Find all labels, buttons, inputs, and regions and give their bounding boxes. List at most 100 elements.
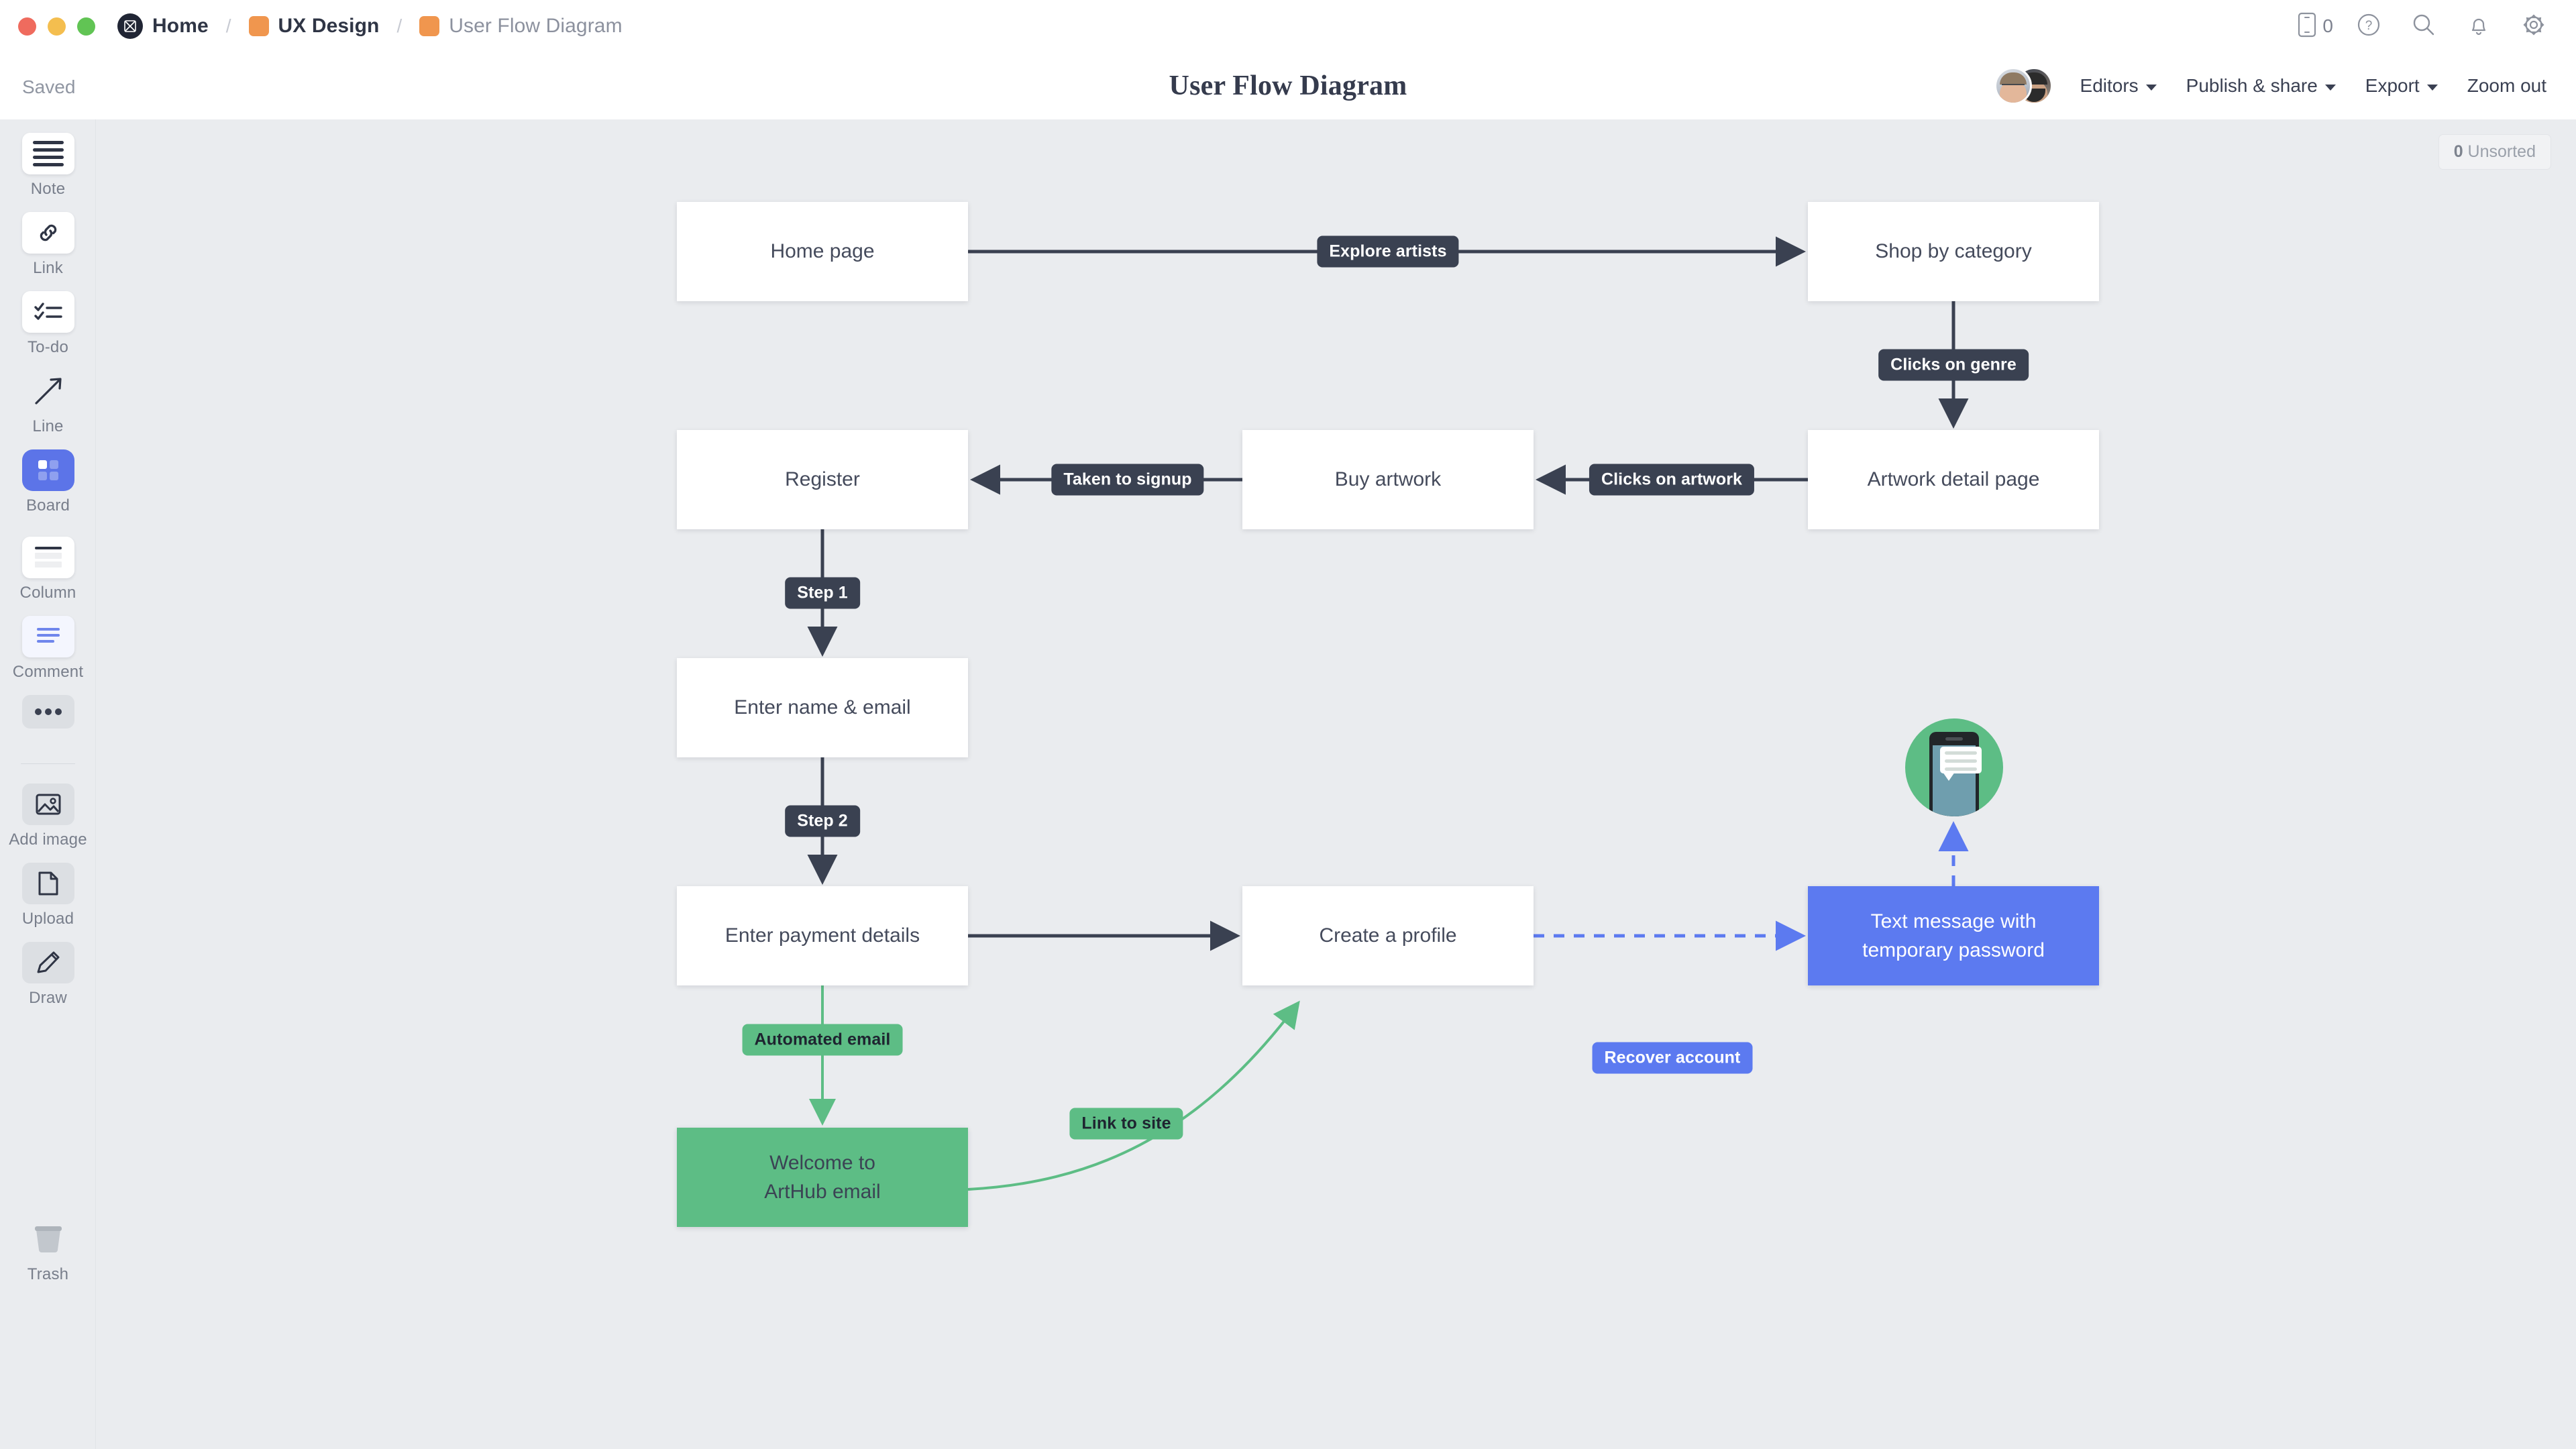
window-titlebar: Home / UX Design / User Flow Diagram 0 xyxy=(0,0,2576,52)
sidebar-item-comment[interactable]: Comment xyxy=(0,616,96,682)
diagram-canvas[interactable]: 0 Unsorted xyxy=(96,119,2576,1449)
upload-icon xyxy=(21,863,74,904)
app-logo-icon xyxy=(117,13,143,39)
unsorted-badge[interactable]: 0 Unsorted xyxy=(2438,134,2551,170)
breadcrumb-item-project[interactable]: UX Design xyxy=(248,15,380,38)
more-icon xyxy=(21,695,74,729)
sidebar-item-label: Trash xyxy=(27,1265,69,1283)
sidebar-item-label: Board xyxy=(25,496,70,515)
sidebar-item-draw[interactable]: Draw xyxy=(0,942,96,1008)
link-icon xyxy=(21,212,74,254)
edge-label-automated-email[interactable]: Automated email xyxy=(742,1024,903,1056)
sidebar-item-label: Link xyxy=(33,259,63,277)
breadcrumb-home-label: Home xyxy=(152,15,209,37)
flow-node-enter-name-email[interactable]: Enter name & email xyxy=(677,658,968,757)
unsorted-count: 0 xyxy=(2453,142,2463,161)
breadcrumb-item-home[interactable]: Home xyxy=(117,13,209,39)
search-button[interactable] xyxy=(2396,0,2451,52)
edge-label-clicks-on-genre[interactable]: Clicks on genre xyxy=(1878,349,2029,381)
edge-label-link-to-site[interactable]: Link to site xyxy=(1069,1108,1183,1140)
flow-node-home-page[interactable]: Home page xyxy=(677,202,968,301)
comment-icon xyxy=(21,616,74,657)
todo-icon xyxy=(21,291,74,333)
sidebar-item-more[interactable] xyxy=(0,695,96,729)
document-folder-icon xyxy=(419,16,440,36)
mobile-preview-button[interactable]: 0 xyxy=(2297,12,2333,41)
flow-node-text-message-temporary-password[interactable]: Text message with temporary password xyxy=(1808,886,2099,985)
flow-node-shop-by-category[interactable]: Shop by category xyxy=(1808,202,2099,301)
help-button[interactable]: ? xyxy=(2341,0,2396,52)
zoom-out-button[interactable]: Zoom out xyxy=(2453,52,2561,119)
sidebar-item-column[interactable]: Column xyxy=(0,537,96,602)
sidebar-item-todo[interactable]: To-do xyxy=(0,291,96,357)
tool-rail: Note Link To-do xyxy=(0,119,96,1449)
zoom-out-label: Zoom out xyxy=(2467,75,2546,96)
breadcrumb-item-document[interactable]: User Flow Diagram xyxy=(419,15,623,38)
sidebar-item-trash[interactable]: Trash xyxy=(0,1218,96,1284)
close-window-button[interactable] xyxy=(18,17,36,36)
sidebar-item-line[interactable]: Line xyxy=(0,370,96,436)
editors-menu[interactable]: Editors xyxy=(2065,52,2171,119)
rail-divider xyxy=(21,763,75,764)
minimize-window-button[interactable] xyxy=(48,17,66,36)
search-icon xyxy=(2411,12,2436,41)
sidebar-item-label: Column xyxy=(19,584,76,602)
sidebar-item-add-image[interactable]: Add image xyxy=(0,784,96,849)
unsorted-label: Unsorted xyxy=(2467,142,2536,161)
publish-share-menu[interactable]: Publish & share xyxy=(2171,52,2351,119)
window-controls[interactable] xyxy=(18,17,95,36)
sidebar-item-label: Line xyxy=(32,417,64,435)
flow-node-register[interactable]: Register xyxy=(677,430,968,529)
sidebar-item-label: Draw xyxy=(29,989,67,1007)
chevron-down-icon xyxy=(2426,84,2438,91)
breadcrumb: Home / UX Design / User Flow Diagram xyxy=(117,13,623,39)
sms-phone-illustration xyxy=(1905,718,2003,816)
breadcrumb-project-label: UX Design xyxy=(278,15,380,37)
sidebar-item-label: Note xyxy=(30,180,66,198)
edge-label-recover-account[interactable]: Recover account xyxy=(1592,1042,1753,1074)
sidebar-item-link[interactable]: Link xyxy=(0,212,96,278)
edge-label-taken-to-signup[interactable]: Taken to signup xyxy=(1051,464,1204,496)
gear-icon xyxy=(2521,12,2546,41)
flow-node-buy-artwork[interactable]: Buy artwork xyxy=(1242,430,1534,529)
document-toolbar: Saved User Flow Diagram Editors Publish … xyxy=(0,52,2576,119)
sidebar-item-label: Upload xyxy=(21,910,74,928)
mobile-preview-icon xyxy=(2297,12,2317,41)
export-label: Export xyxy=(2365,75,2420,96)
maximize-window-button[interactable] xyxy=(77,17,95,36)
editor-avatars[interactable] xyxy=(1994,67,2055,105)
breadcrumb-separator-2: / xyxy=(396,15,402,36)
editors-label: Editors xyxy=(2080,75,2139,96)
flow-node-artwork-detail-page[interactable]: Artwork detail page xyxy=(1808,430,2099,529)
export-menu[interactable]: Export xyxy=(2351,52,2453,119)
page-title: User Flow Diagram xyxy=(1169,70,1407,101)
flow-node-create-a-profile[interactable]: Create a profile xyxy=(1242,886,1534,985)
edge-label-explore-artists[interactable]: Explore artists xyxy=(1317,235,1459,268)
edge-label-step-1[interactable]: Step 1 xyxy=(785,577,860,609)
svg-text:?: ? xyxy=(2365,19,2373,33)
sidebar-item-label: Comment xyxy=(12,663,84,681)
edge-label-clicks-on-artwork[interactable]: Clicks on artwork xyxy=(1589,464,1755,496)
document-actions: Editors Publish & share Export Zoom out xyxy=(1994,52,2561,119)
sidebar-item-board[interactable]: Board xyxy=(0,449,96,515)
flow-node-welcome-email[interactable]: Welcome to ArtHub email xyxy=(677,1128,968,1227)
mobile-preview-count: 0 xyxy=(2322,15,2333,36)
chevron-down-icon xyxy=(2324,84,2336,91)
publish-label: Publish & share xyxy=(2186,75,2318,96)
topbar-actions: 0 ? xyxy=(2297,0,2561,52)
chevron-down-icon xyxy=(2145,84,2157,91)
sidebar-item-note[interactable]: Note xyxy=(0,133,96,199)
sidebar-item-upload[interactable]: Upload xyxy=(0,863,96,928)
sidebar-item-label: Add image xyxy=(9,830,87,849)
breadcrumb-document-label: User Flow Diagram xyxy=(449,15,623,37)
board-icon xyxy=(21,449,74,491)
flow-node-enter-payment-details[interactable]: Enter payment details xyxy=(677,886,968,985)
diagram-edges xyxy=(807,236,1969,1191)
edge-label-step-2[interactable]: Step 2 xyxy=(785,805,860,837)
column-icon xyxy=(21,537,74,578)
draw-icon xyxy=(21,942,74,983)
image-icon xyxy=(21,784,74,825)
notifications-button[interactable] xyxy=(2451,0,2506,52)
settings-button[interactable] xyxy=(2506,0,2561,52)
avatar xyxy=(1994,67,2032,105)
